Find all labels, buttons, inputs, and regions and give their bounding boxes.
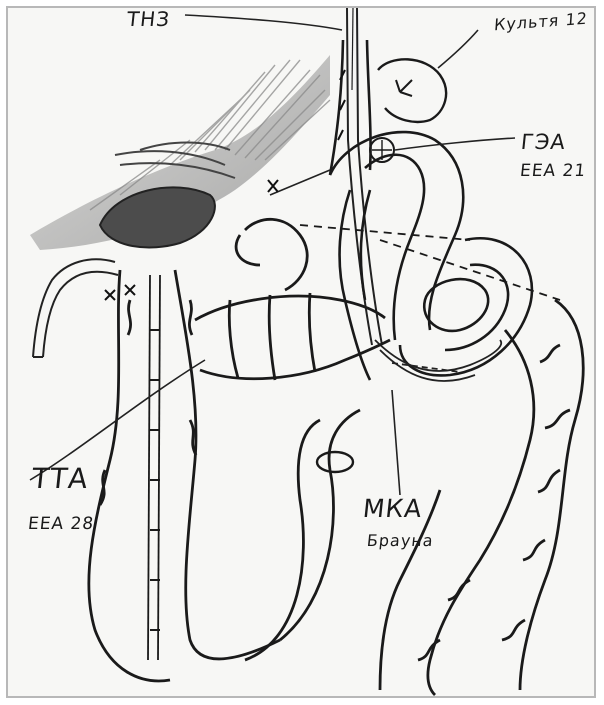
label-tnz: ТНЗ <box>126 7 172 31</box>
label-mka-braun: Брауна <box>366 531 435 550</box>
leader-lines <box>30 15 515 495</box>
label-tta: ТТА <box>30 462 90 495</box>
label-gea: ГЭА <box>520 130 567 154</box>
efferent-limb <box>245 410 360 660</box>
duodenal-stump <box>378 59 446 122</box>
gastric-tube <box>330 40 371 175</box>
drain-tube <box>33 259 118 357</box>
left-intestinal-limb <box>89 270 280 681</box>
label-gea-stapler: EEA 21 <box>519 161 587 181</box>
label-mka: МКА <box>361 494 423 523</box>
label-tta-stapler: EEA 28 <box>27 514 95 534</box>
